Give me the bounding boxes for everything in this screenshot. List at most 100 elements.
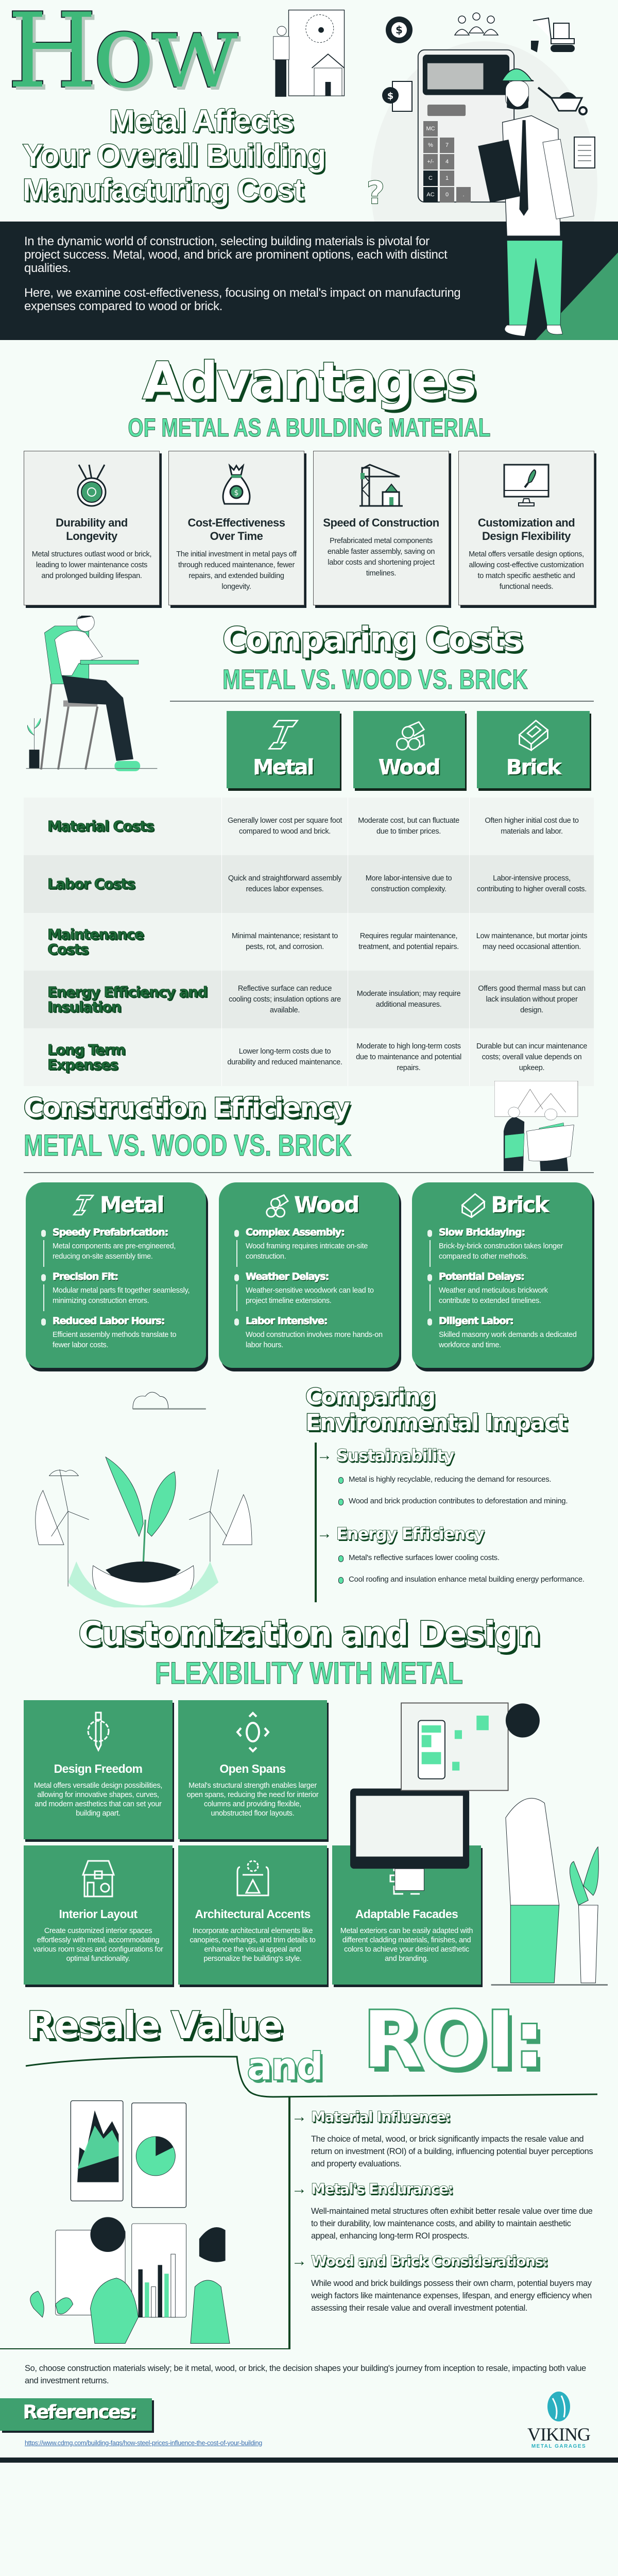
man-on-stool-illustration: [26, 616, 158, 771]
hero-question-mark: ?: [366, 175, 385, 211]
expand-arrows-icon: [185, 1711, 320, 1753]
workers-team-icon: [454, 12, 499, 36]
efficiency-item-text: Modular metal parts fit together seamles…: [53, 1286, 190, 1305]
efficiency-item: Weather Delays:Weather-sensitive woodwor…: [234, 1271, 388, 1311]
table-row: Material Costs Generally lower cost per …: [24, 798, 594, 855]
table-row: Energy Efficiency and Insulation Reflect…: [24, 971, 594, 1028]
logs-icon: [396, 721, 425, 751]
money-bag-icon: $: [176, 464, 297, 507]
calculator-key: 1: [440, 171, 454, 186]
advantages-subtitle: OF METAL AS A BUILDING MATERIAL: [127, 413, 491, 442]
advantage-card-title: Speed of Construction: [323, 516, 439, 529]
column-header-wood: Wood: [353, 711, 465, 788]
efficiency-item-text: Weather and meticulous brickwork contrib…: [439, 1286, 548, 1305]
arrow-right-icon: →: [291, 2180, 307, 2197]
cell-wood: Moderate to high long-term costs due to …: [348, 1028, 469, 1086]
title-frame-line: [25, 2056, 598, 2098]
resale-title-roi: ROI:: [362, 1995, 546, 2085]
advantage-card-title: Customization and Design Flexibility: [477, 516, 575, 543]
row-label: Material Costs: [47, 818, 154, 835]
cell-wood: Moderate cost, but can fluctuate due to …: [348, 798, 469, 855]
efficiency-item: Complex Assembly: Wood framing requires i…: [234, 1227, 388, 1267]
efficiency-item-title: Complex Assembly:: [246, 1227, 346, 1239]
calculator-keys: MC % +/- C AC: [423, 121, 438, 202]
column-header-label: Wood: [379, 756, 441, 779]
customization-card-text: Metal exteriors can be easily adapted wi…: [340, 1927, 473, 1963]
advantage-card: Speed of Construction Prefabricated meta…: [313, 451, 449, 605]
svg-text:$: $: [396, 24, 403, 36]
efficiency-item-text: Wood construction involves more hands-on…: [246, 1331, 383, 1349]
references-banner: References:: [0, 2398, 152, 2431]
calculator-key: +/-: [423, 154, 438, 170]
table-row: Long Term Expenses Lower long-term costs…: [24, 1028, 594, 1086]
crane-icon: [321, 464, 441, 507]
cell-metal: Reflective surface can reduce cooling co…: [221, 971, 348, 1028]
efficiency-item: Diligent Labor: Skilled masonry work dema…: [427, 1315, 581, 1350]
advantages-subtitle-wrap: OF METAL AS A BUILDING MATERIAL: [0, 413, 618, 442]
cell-wood: Moderate insulation; may require additio…: [348, 971, 469, 1028]
efficiency-item-text: Efficient assembly methods translate to …: [53, 1331, 177, 1349]
timeline-line: [315, 1443, 317, 1602]
environment-sustainability: →Sustainability Metal is highly recyclab…: [317, 1447, 595, 1507]
hands-holding-sprout-illustration: [35, 1392, 252, 1607]
cell-brick: Labor-intensive process, contributing to…: [469, 855, 594, 913]
resale-text: While wood and brick buildings possess t…: [311, 2279, 592, 2313]
environment-energy-efficiency: →Energy Efficiency Metal's reflective su…: [317, 1525, 595, 1586]
efficiency-item-title: Diligent Labor:: [439, 1315, 514, 1327]
resale-title: Resale Value: [26, 2004, 283, 2047]
environment-heading: Sustainability: [336, 1446, 455, 1465]
cell-brick: Durable but can incur maintenance costs;…: [469, 1028, 594, 1086]
advantage-card-text: The initial investment in metal pays off…: [176, 550, 297, 591]
table-row: Labor Costs Quick and straightforward as…: [24, 855, 594, 913]
efficiency-item: Reduced Labor Hours:Efficient assembly m…: [41, 1315, 195, 1350]
row-label: Energy Efficiency and Insulation: [47, 983, 209, 1015]
logs-icon: [265, 1194, 289, 1218]
efficiency-item-text: Skilled masonry work demands a dedicated…: [439, 1331, 577, 1349]
advantage-card-text: Metal structures outlast wood or brick, …: [31, 550, 152, 580]
efficiency-card-header: Metal: [41, 1193, 195, 1217]
efficiency-item-text: Wood framing requires intricate on-site …: [246, 1242, 368, 1261]
efficiency-item-title: Slow Bricklaying:: [439, 1227, 526, 1239]
efficiency-card-label: Brick: [491, 1192, 549, 1217]
customization-card-text: Create customized interior spaces effort…: [33, 1927, 163, 1963]
environment-bullet: Metal is highly recyclable, reducing the…: [337, 1473, 595, 1486]
hero-title-line1: Metal Affects: [109, 104, 295, 138]
hero-title-how: How: [6, 0, 240, 111]
customization-card: Design Freedom Metal offers versatile de…: [24, 1700, 173, 1839]
resale-heading: Material Influence:: [311, 2108, 451, 2125]
house-interior-icon: [31, 1857, 165, 1898]
checklist-clipboard-icon: [574, 137, 595, 168]
advantage-card: Customization and Design Flexibility Met…: [458, 451, 594, 605]
environment-heading: Energy Efficiency: [336, 1524, 485, 1544]
customization-card-title: Design Freedom: [54, 1762, 143, 1775]
efficiency-item-text: Brick-by-brick construction takes longer…: [439, 1242, 563, 1261]
resale-ground-line: [0, 2348, 290, 2349]
resale-timeline-line: [288, 2097, 290, 2349]
efficiency-card-metal: Metal Speedy Prefabrication:Metal compon…: [26, 1182, 206, 1368]
cell-brick: Low maintenance, but mortar joints may n…: [469, 913, 594, 971]
efficiency-item-title: Labor Intensive:: [246, 1315, 328, 1327]
calculator-key: AC: [423, 187, 438, 202]
efficiency-item-title: Speedy Prefabrication:: [53, 1227, 169, 1239]
resale-section-endurance: →Metal's Endurance: Well-maintained meta…: [291, 2180, 599, 2242]
calculator-key: %: [423, 138, 438, 153]
cell-metal: Quick and straightforward assembly reduc…: [221, 855, 348, 913]
calculator-key: 4: [440, 154, 454, 170]
reference-link[interactable]: https://www.cdmg.com/building-faqs/how-s…: [25, 2439, 262, 2447]
customization-card-title: Open Spans: [219, 1762, 286, 1775]
resale-heading: Metal's Endurance:: [311, 2180, 454, 2197]
customization-card-text: Metal offers versatile design possibilit…: [33, 1782, 163, 1818]
resale-heading: Wood and Brick Considerations:: [311, 2252, 548, 2269]
table-row: Maintenance Costs Minimal maintenance; r…: [24, 913, 594, 971]
wheelbarrow-icon: [537, 87, 588, 115]
customization-card: Architectural Accents Incorporate archit…: [178, 1845, 327, 1985]
hero-title-line2: Your Overall Building: [22, 138, 327, 173]
efficiency-card-label: Metal: [100, 1192, 165, 1217]
column-header-brick: Brick: [477, 711, 590, 788]
viking-logo: VIKING METAL GARAGES: [523, 2391, 595, 2449]
conclusion-text: So, choose construction materials wisely…: [25, 2364, 586, 2385]
efficiency-item-title: Potential Delays:: [439, 1271, 525, 1283]
efficiency-item: Slow Bricklaying: Brick-by-brick construc…: [427, 1227, 581, 1267]
calculator-key: 7: [440, 138, 454, 153]
cell-wood: Requires regular maintenance, treatment,…: [348, 913, 469, 971]
